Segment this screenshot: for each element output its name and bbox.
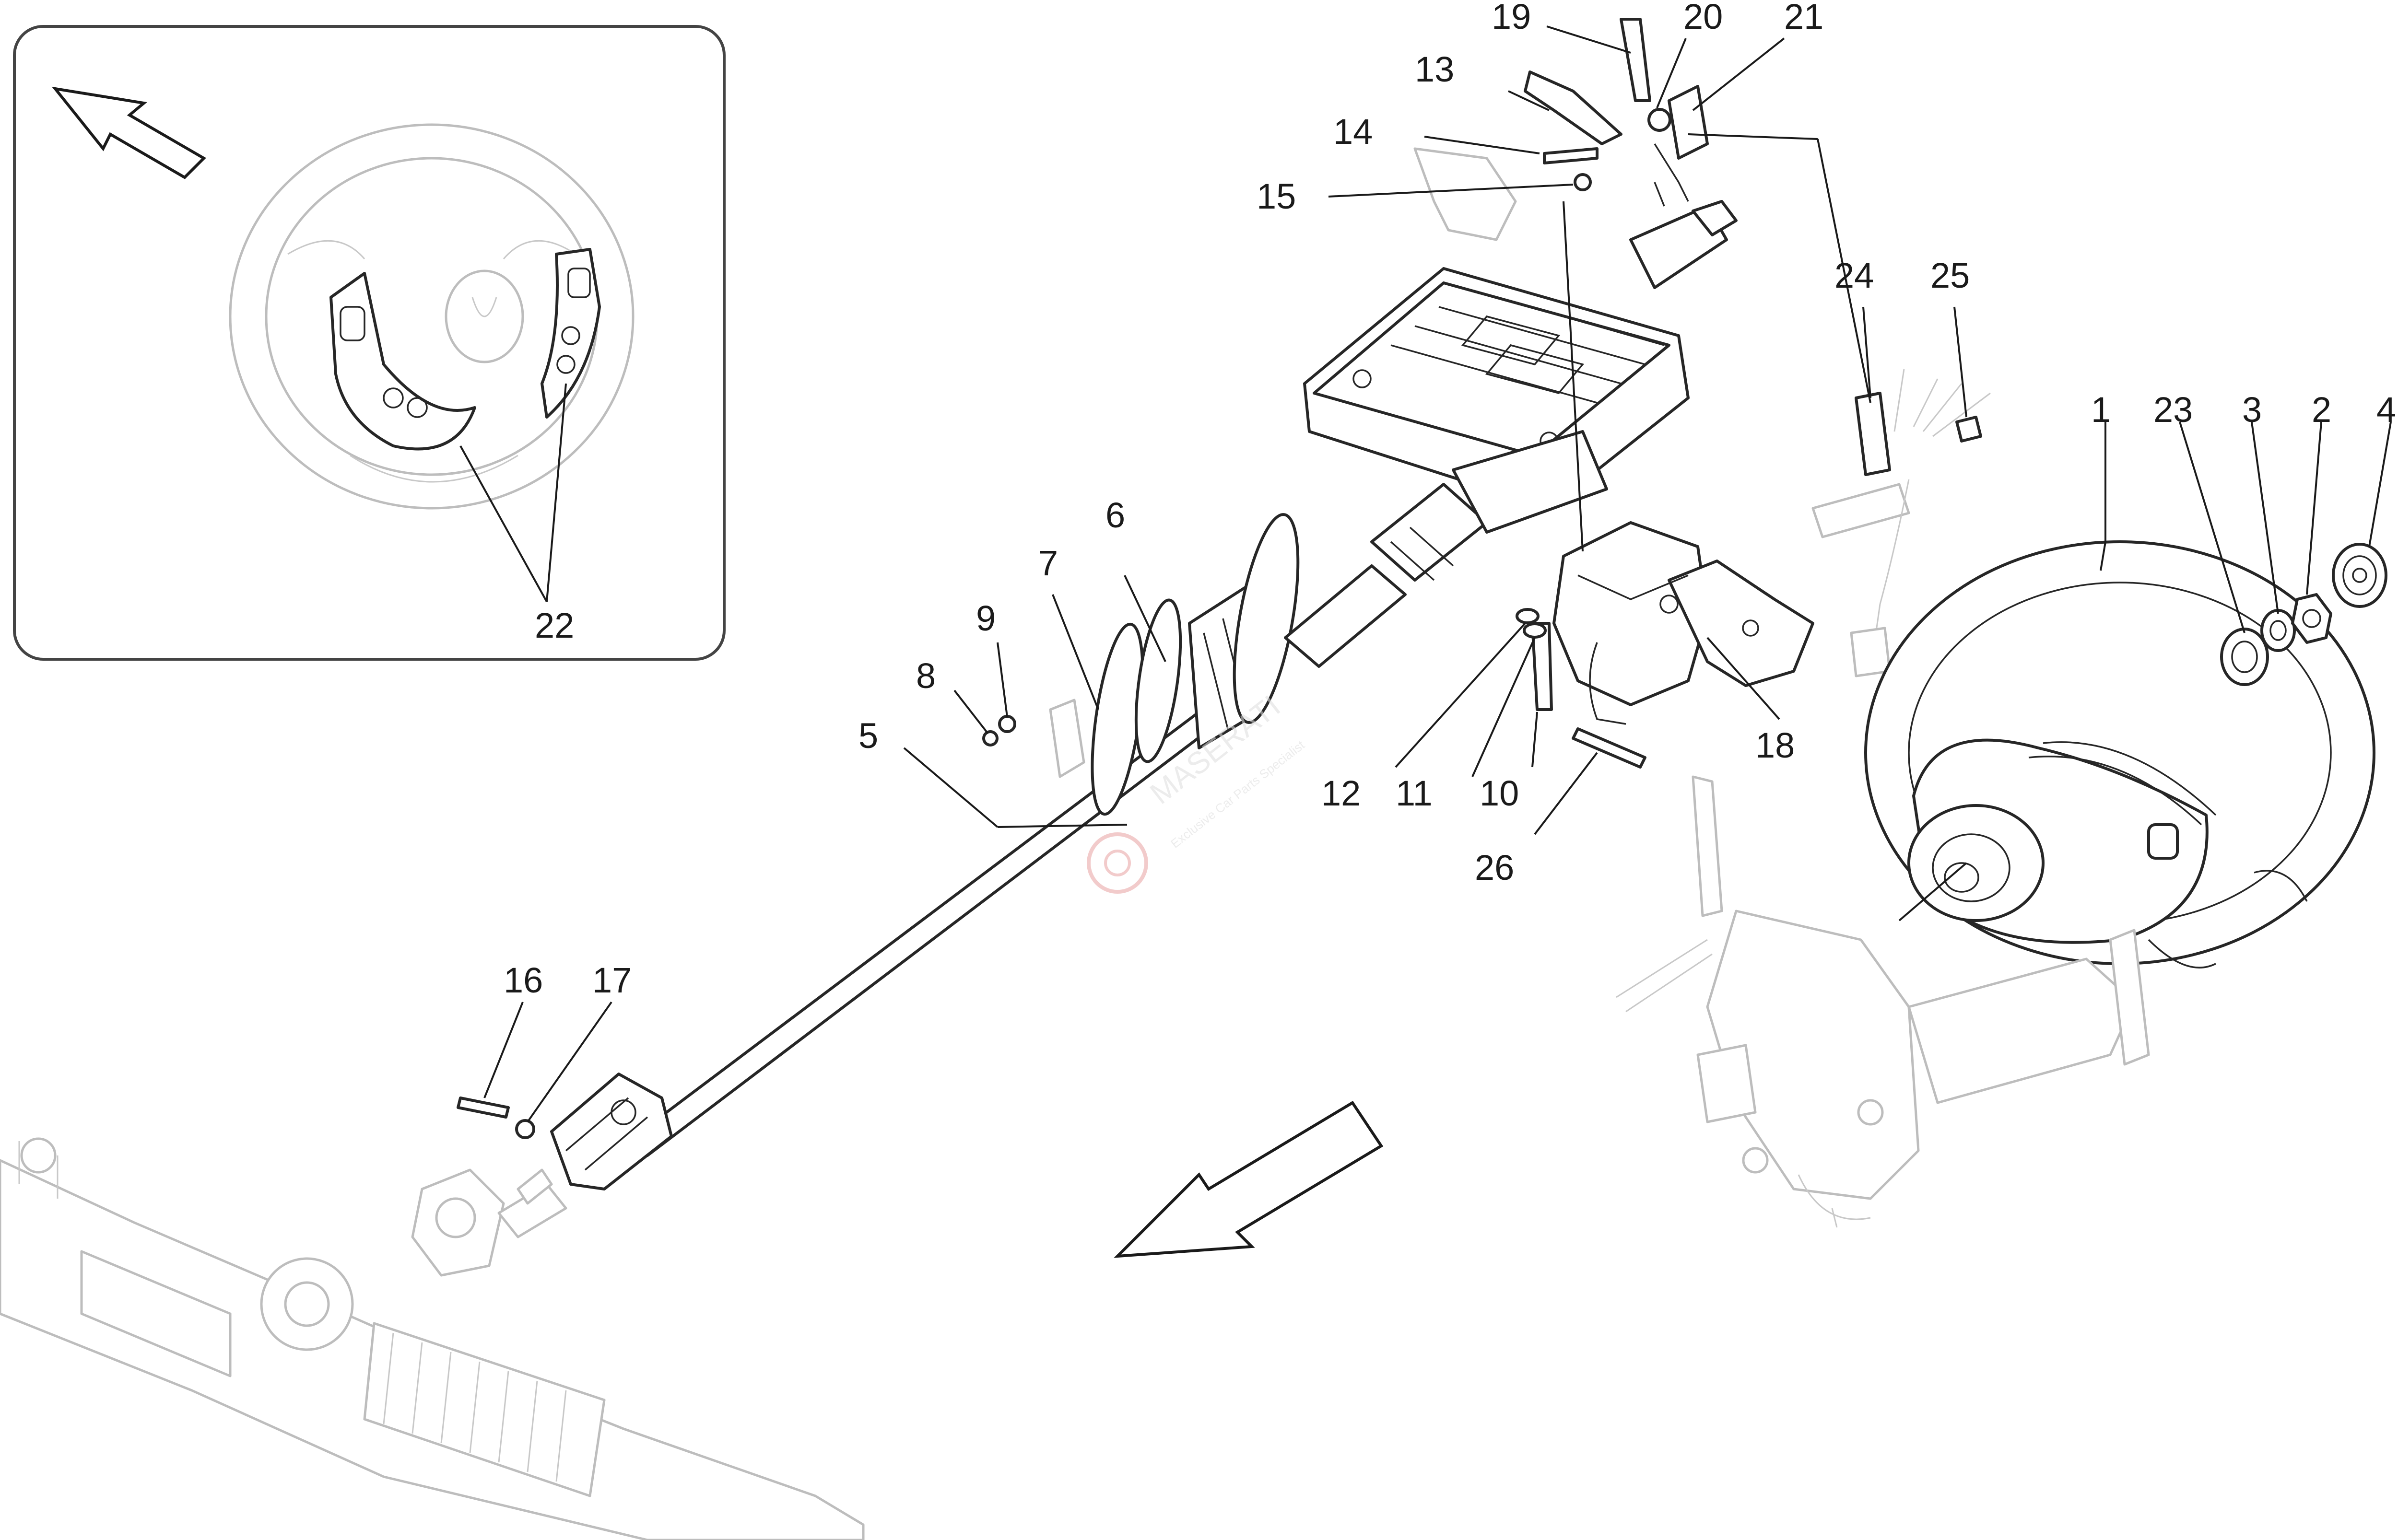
callout-6: 6 xyxy=(1105,495,1125,535)
callout-18: 18 xyxy=(1755,725,1795,765)
callout-16: 16 xyxy=(504,960,543,1000)
callout-26: 26 xyxy=(1475,848,1514,887)
callout-23: 23 xyxy=(2153,390,2193,430)
nut-20 xyxy=(1647,108,1671,132)
callout-14: 14 xyxy=(1333,112,1373,152)
steering-column-housing xyxy=(1303,200,1814,725)
emblem-4 xyxy=(2332,543,2387,608)
connector-25 xyxy=(1955,416,1982,443)
inset-panel: 22 xyxy=(13,25,726,661)
washer-15 xyxy=(1574,173,1592,191)
intermediate-shaft xyxy=(517,689,1244,1205)
callout-20: 20 xyxy=(1683,0,1723,36)
callout-10: 10 xyxy=(1480,773,1519,813)
callout-25: 25 xyxy=(1930,256,1970,295)
callout-12: 12 xyxy=(1321,773,1361,813)
seal-washer xyxy=(1134,598,1182,763)
mounting-bracket-ghost xyxy=(1616,775,2150,1228)
callout-7: 7 xyxy=(1038,543,1058,583)
direction-arrow-icon xyxy=(51,86,206,179)
flange-plate xyxy=(1233,513,1300,724)
callout-3: 3 xyxy=(2242,390,2262,430)
callout-4: 4 xyxy=(2376,390,2396,430)
callout-19: 19 xyxy=(1492,0,1531,36)
callout-15: 15 xyxy=(1257,176,1296,216)
screw-14 xyxy=(1543,147,1599,164)
callout-labels: 1 2 3 4 5 6 7 8 9 10 11 12 13 14 15 16 1… xyxy=(504,0,2396,1000)
bolt-10 xyxy=(1531,622,1553,711)
callout-24: 24 xyxy=(1834,256,1874,295)
callout-2: 2 xyxy=(2312,390,2331,430)
steering-wheel-hub xyxy=(1907,804,2045,922)
callout-21: 21 xyxy=(1784,0,1823,36)
hub-parts xyxy=(2220,543,2387,686)
bolt-19 xyxy=(1620,18,1651,102)
callout-5: 5 xyxy=(858,716,878,756)
callout-9: 9 xyxy=(976,598,996,638)
bulkhead-seal-set xyxy=(1049,513,1300,816)
washer-9 xyxy=(998,715,1016,733)
washer-17 xyxy=(515,1119,535,1139)
washer-11 xyxy=(1523,622,1547,639)
nut-2 xyxy=(2291,593,2332,644)
inset-steering-wheel xyxy=(229,123,635,510)
leader-lines xyxy=(483,25,2392,1123)
callout-1: 1 xyxy=(2091,390,2111,430)
callout-17: 17 xyxy=(592,960,632,1000)
upper-column-shaft xyxy=(1284,483,1488,668)
callout-11: 11 xyxy=(1396,773,1433,813)
switch-21 xyxy=(1668,85,1709,160)
washer-12 xyxy=(1516,608,1540,624)
nut-8 xyxy=(982,730,999,747)
ring-23 xyxy=(2220,628,2269,686)
connector-24 xyxy=(1855,392,1891,476)
fasteners xyxy=(457,18,1709,1139)
pin-26 xyxy=(1572,727,1646,769)
bolt-16 xyxy=(457,1097,510,1119)
steering-rack-ghost xyxy=(0,1137,865,1540)
callout-22: 22 xyxy=(535,606,574,645)
bracket-13 xyxy=(1524,70,1622,145)
washer-3 xyxy=(2260,609,2296,652)
lower-universal-joint xyxy=(550,1073,673,1190)
callout-8: 8 xyxy=(916,656,936,696)
direction-arrow-icon xyxy=(1114,1100,1384,1258)
paddle-right xyxy=(2147,823,2179,860)
callout-13: 13 xyxy=(1415,49,1454,89)
right-control-pod xyxy=(541,248,601,419)
wiring-connector xyxy=(1811,369,1991,677)
